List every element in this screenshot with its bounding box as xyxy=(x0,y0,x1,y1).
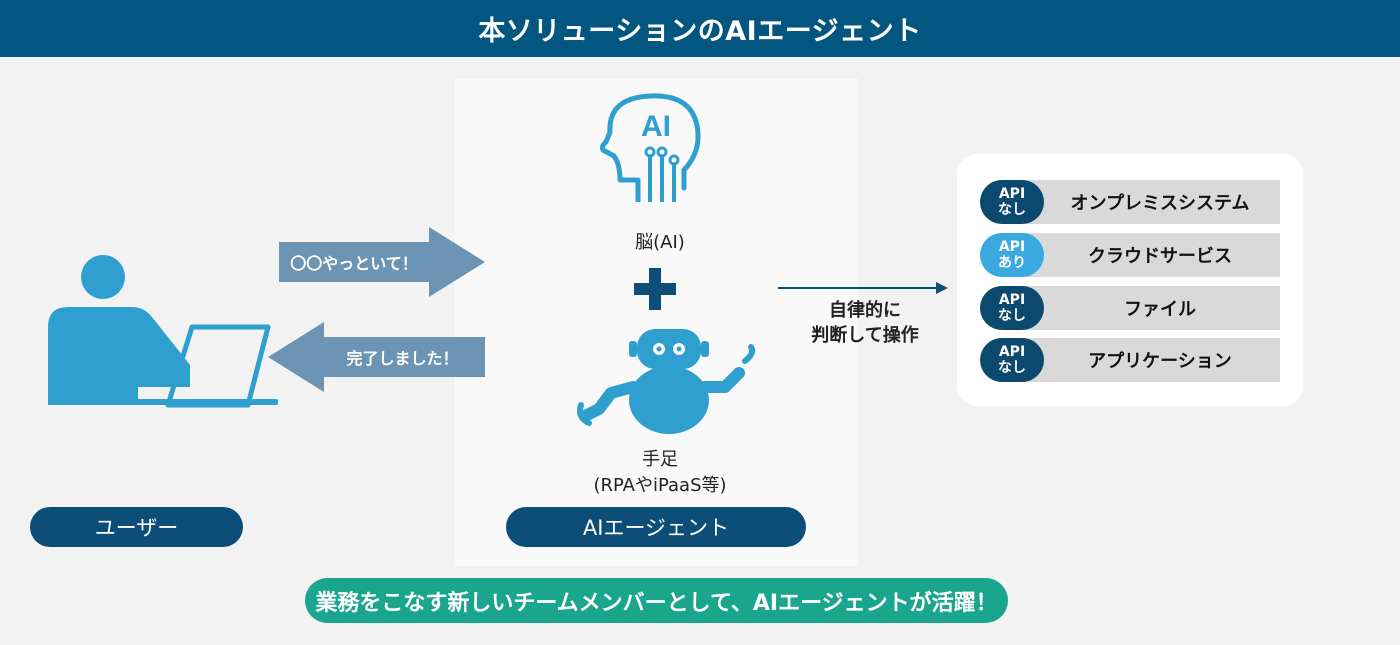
operate-arrow xyxy=(778,282,948,294)
decision-line2: 判断して操作 xyxy=(811,325,919,346)
api-badge-line2: なし xyxy=(998,308,1026,324)
hands-label-line2: (RPAやiPaaS等) xyxy=(593,475,727,496)
ai-brain-icon: AI xyxy=(599,93,701,202)
agent-panel xyxy=(455,78,858,566)
system-name: クラウドサービス xyxy=(1000,233,1280,277)
hands-label-line1: 手足 xyxy=(642,449,678,470)
robot-icon xyxy=(577,329,756,434)
api-badge-line2: なし xyxy=(998,202,1026,218)
hands-label: 手足 (RPAやiPaaS等) xyxy=(540,447,780,499)
api-badge-line1: API xyxy=(998,292,1026,308)
ai-icon-text: AI xyxy=(641,110,671,143)
brain-label: 脳(AI) xyxy=(635,232,685,253)
api-badge-line1: API xyxy=(998,344,1026,360)
agent-label: AIエージェント xyxy=(506,507,806,547)
user-at-laptop-icon xyxy=(48,255,278,408)
plus-icon xyxy=(634,268,676,310)
decision-label: 自律的に 判断して操作 xyxy=(790,298,940,348)
decision-line1: 自律的に xyxy=(829,300,901,321)
done-arrow-label: 完了しました！ xyxy=(346,349,459,368)
request-arrow xyxy=(279,227,485,297)
api-badge-line1: API xyxy=(998,239,1026,255)
api-badge-line1: API xyxy=(998,186,1026,202)
done-arrow xyxy=(268,322,485,392)
page-title: 本ソリューションのAIエージェント xyxy=(0,0,1400,57)
system-name: ファイル xyxy=(1000,286,1280,330)
system-name: アプリケーション xyxy=(1000,338,1280,382)
api-badge-line2: なし xyxy=(998,360,1026,376)
request-arrow-label: 〇〇やっといて！ xyxy=(290,254,418,273)
footer-message: 業務をこなす新しいチームメンバーとして、AIエージェントが活躍！ xyxy=(305,578,1008,623)
api-badge-line2: あり xyxy=(998,255,1026,271)
user-label: ユーザー xyxy=(30,507,243,547)
system-name: オンプレミスシステム xyxy=(1000,180,1280,224)
